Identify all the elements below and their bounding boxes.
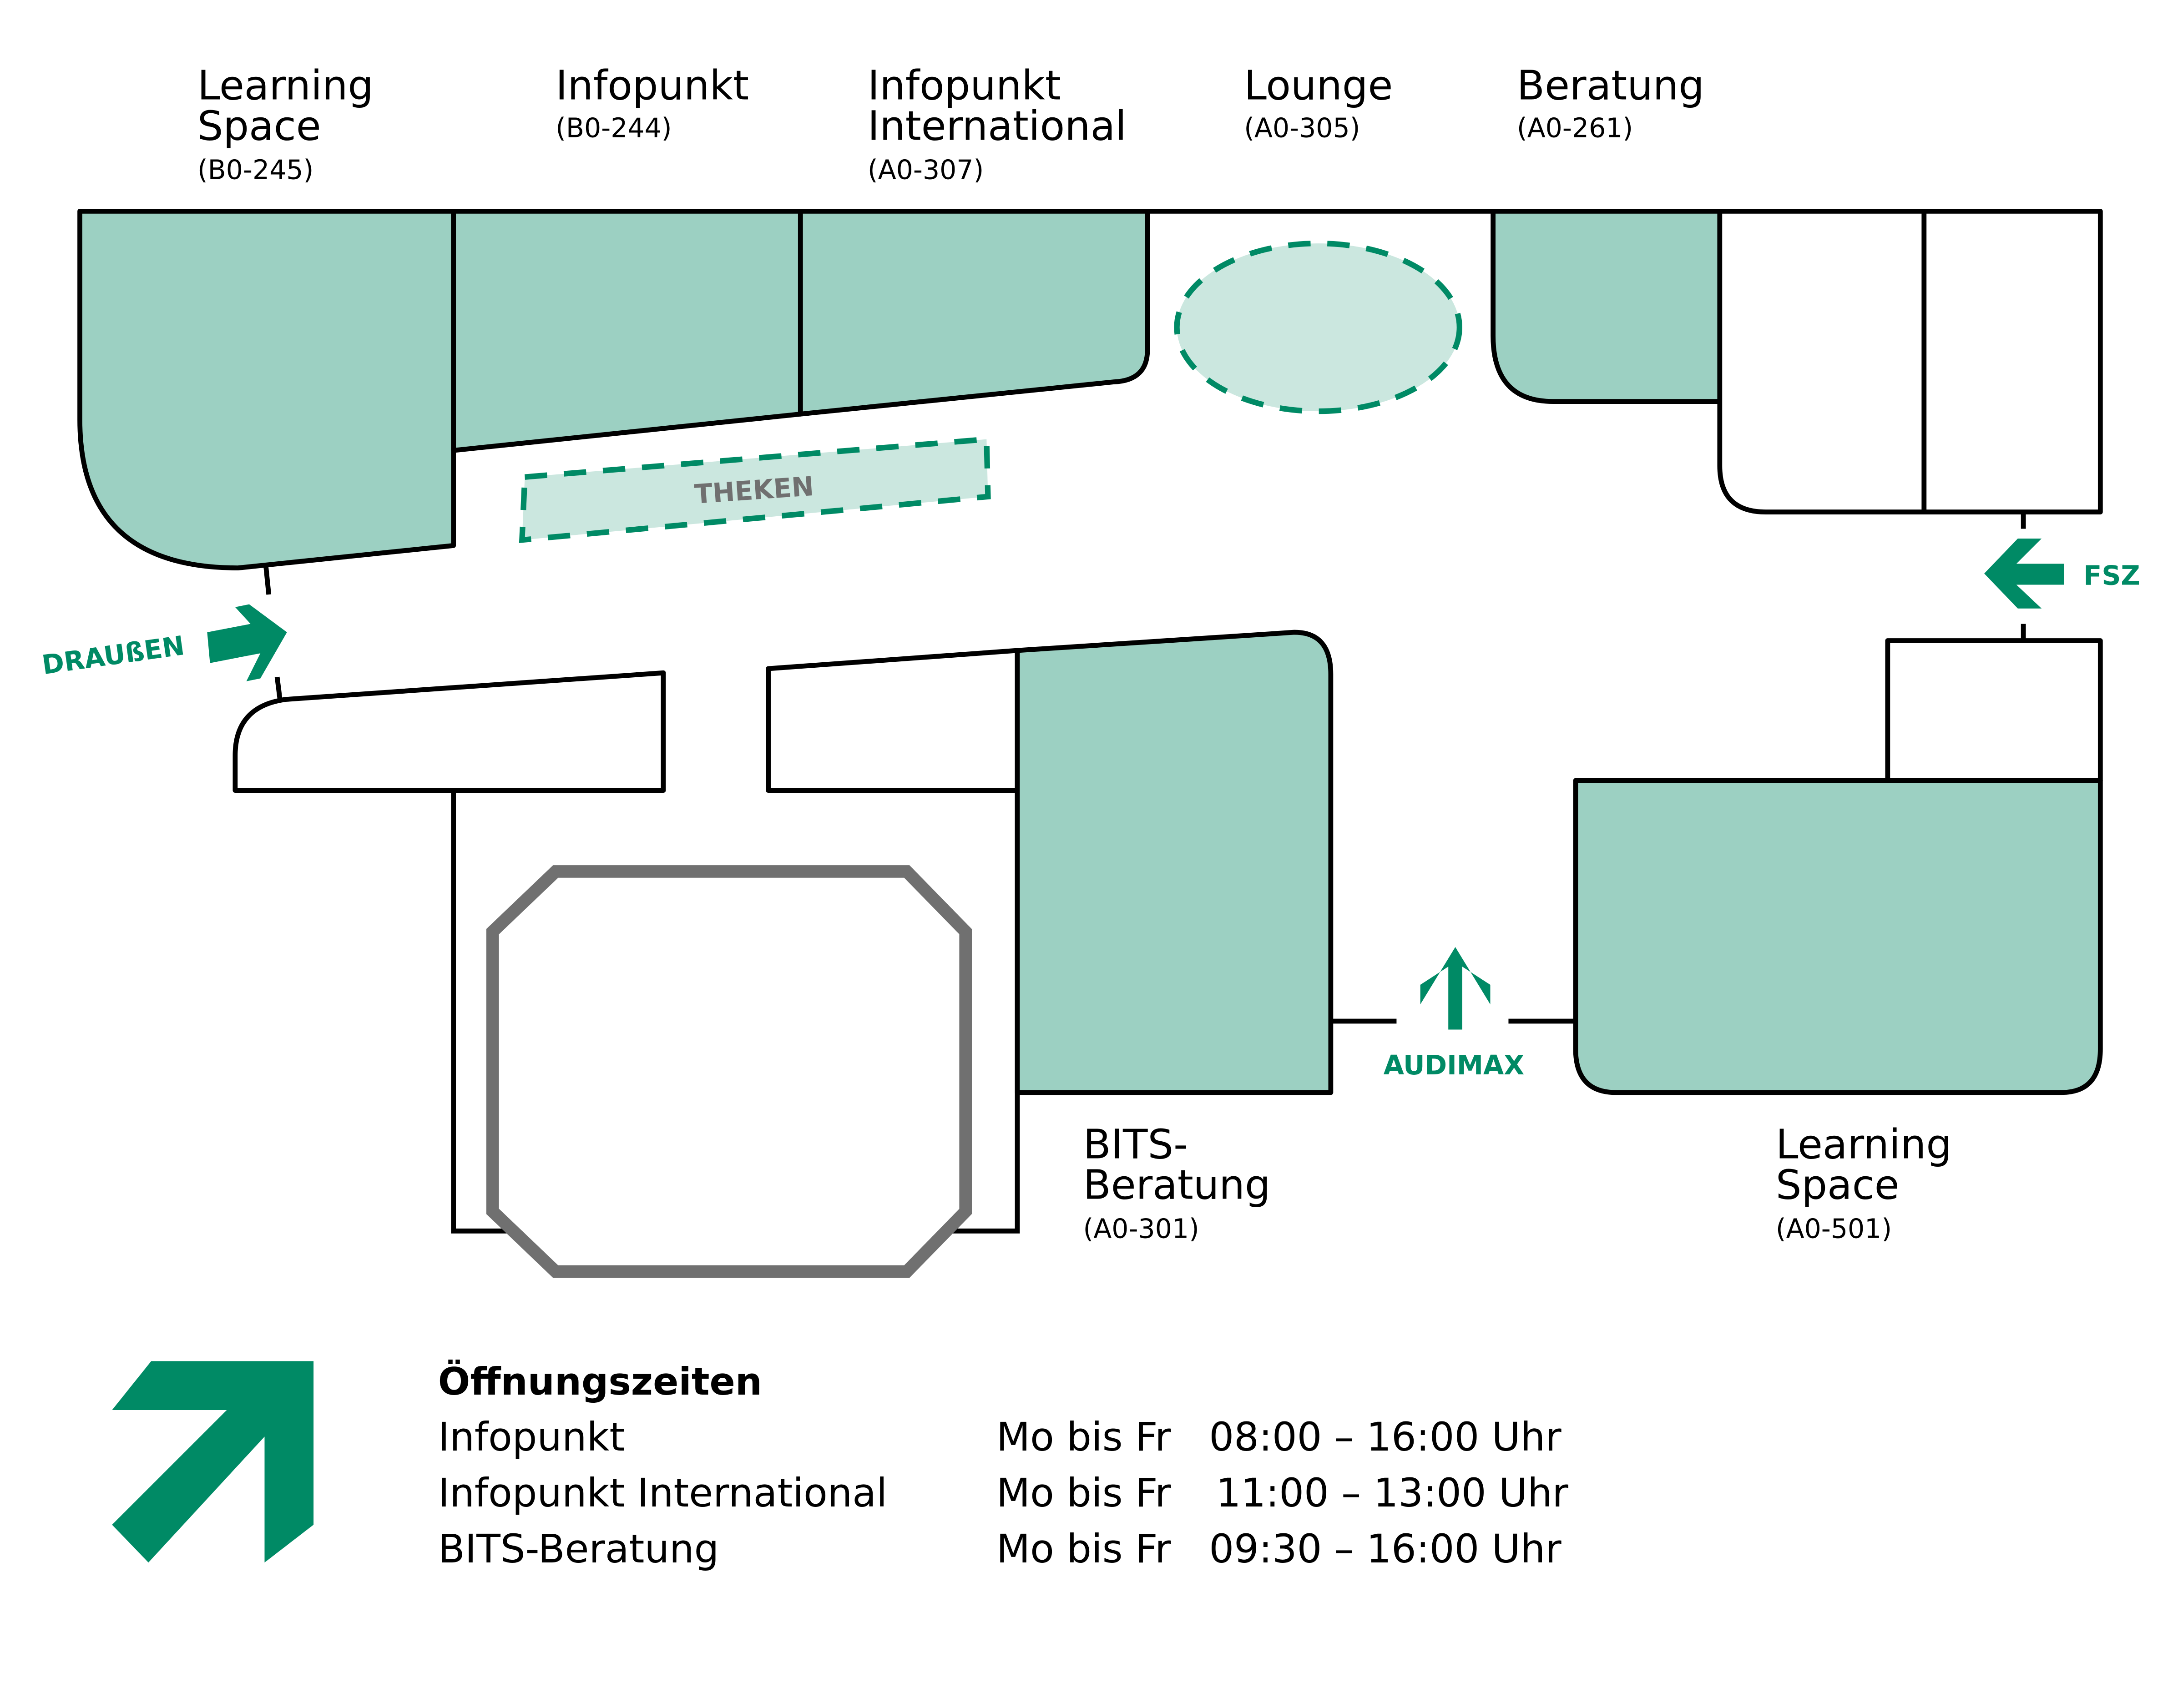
label-learning-space-bottom: Learning Space (A0-501) (1776, 1121, 1952, 1244)
hours-place: Infopunkt (438, 1415, 625, 1460)
hours-time: 08:00 – 16:00 Uhr (1209, 1415, 1561, 1460)
hours-place: Infopunkt International (438, 1471, 887, 1516)
room-learning-space-b0-245[interactable] (77, 208, 456, 570)
hours-time: 11:00 – 13:00 Uhr (1216, 1471, 1569, 1516)
direction-label-audimax: AUDIMAX (1384, 1050, 1524, 1081)
room-code: (A0-501) (1776, 1214, 1892, 1244)
arrow-up-icon (1420, 947, 1491, 1030)
atrium-octagon (486, 865, 972, 1278)
arrow-up-right-icon (112, 1361, 314, 1563)
hours-row: Infopunkt Mo bis Fr 08:00 – 16:00 Uhr (438, 1415, 1561, 1460)
room-infopunkt-international-a0-307[interactable] (798, 208, 1150, 417)
room-code: (A0-305) (1244, 112, 1360, 143)
room-empty-right-small (1885, 638, 2103, 783)
direction-label-draussen: DRAUßEN (40, 630, 187, 680)
label-beratung: Beratung (A0-261) (1517, 62, 1704, 143)
room-code: (A0-307) (868, 155, 984, 186)
room-empty-top-right-1 (1717, 208, 1927, 514)
room-infopunkt-b0-244[interactable] (451, 208, 803, 453)
direction-label-fsz: FSZ (2083, 560, 2140, 591)
label-infopunkt: Infopunkt (B0-244) (556, 62, 749, 143)
room-name: BITS- (1083, 1121, 1188, 1168)
room-empty-middle-center (766, 648, 1020, 793)
room-name: International (868, 103, 1127, 150)
opening-hours-title: Öffnungszeiten (438, 1359, 762, 1404)
theken-counters: THEKEN (519, 436, 991, 543)
room-code: (B0-244) (556, 112, 672, 143)
label-learning-space-top: Learning Space (B0-245) (197, 62, 374, 185)
room-name: Lounge (1244, 62, 1393, 109)
direction-audimax[interactable]: AUDIMAX (1384, 947, 1524, 1081)
room-name: Infopunkt (868, 62, 1061, 109)
hours-days: Mo bis Fr (996, 1527, 1171, 1572)
room-name: Learning (1776, 1121, 1952, 1168)
theken-area (519, 436, 991, 543)
door-tick (274, 676, 283, 700)
room-name: Infopunkt (556, 62, 749, 109)
room-code: (B0-245) (197, 155, 313, 186)
room-empty-middle-left (232, 670, 666, 793)
label-lounge: Lounge (A0-305) (1244, 62, 1393, 143)
room-name: Space (1776, 1162, 1900, 1209)
room-beratung-a0-261[interactable] (1491, 208, 1723, 404)
hours-row: Infopunkt International Mo bis Fr 11:00 … (438, 1471, 1569, 1516)
hours-time: 09:30 – 16:00 Uhr (1209, 1527, 1561, 1572)
hours-row: BITS-Beratung Mo bis Fr 09:30 – 16:00 Uh… (438, 1527, 1561, 1572)
room-code: (A0-301) (1083, 1214, 1199, 1244)
arrow-left-icon (1984, 539, 2064, 609)
hours-days: Mo bis Fr (996, 1471, 1171, 1516)
direction-draussen[interactable]: DRAUßEN (40, 604, 287, 681)
door-tick (263, 566, 272, 595)
room-learning-space-a0-501[interactable] (1573, 778, 2103, 1095)
room-empty-top-right-2 (1921, 208, 2103, 514)
label-infopunkt-international: Infopunkt International (A0-307) (868, 62, 1127, 185)
opening-hours: Öffnungszeiten Infopunkt Mo bis Fr 08:00… (438, 1359, 1569, 1572)
room-name: Beratung (1083, 1162, 1271, 1209)
direction-fsz[interactable]: FSZ (1984, 539, 2140, 609)
room-name: Beratung (1517, 62, 1704, 109)
arrow-right-icon (207, 604, 287, 681)
room-bits-beratung-a0-301[interactable] (1015, 630, 1334, 1095)
hours-place: BITS-Beratung (438, 1527, 719, 1572)
room-name: Learning (197, 62, 374, 109)
label-bits-beratung: BITS- Beratung (A0-301) (1083, 1121, 1271, 1244)
lounge-area-a0-305[interactable] (1174, 240, 1462, 414)
hours-days: Mo bis Fr (996, 1415, 1171, 1460)
room-code: (A0-261) (1517, 112, 1633, 143)
room-name: Space (197, 103, 321, 150)
